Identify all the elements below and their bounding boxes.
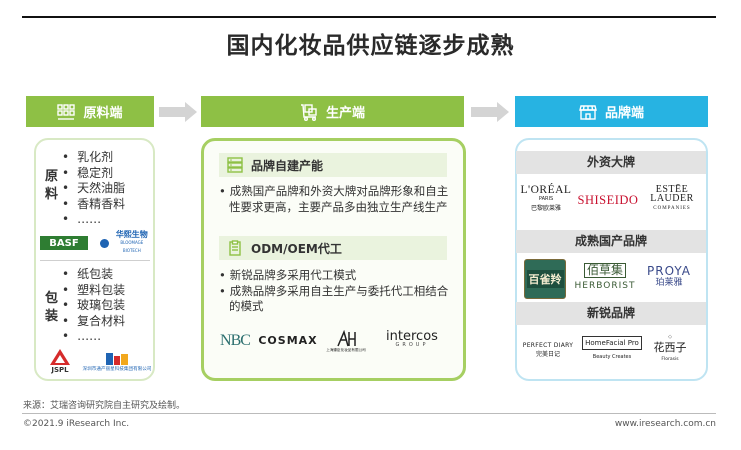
list-item: 天然油脂	[62, 181, 125, 197]
top-rule	[22, 16, 716, 18]
bullet-item: 成熟国产品牌和外资大牌对品牌形象和自主性要求更高，主要产品多由独立生产线生产	[219, 184, 455, 215]
estee-lauder-logo: ESTĒE LAUDER COMPANIES	[650, 183, 694, 211]
nbc-logo: NBC	[220, 332, 251, 349]
basf-logo: BASF	[40, 236, 88, 250]
raw-header-label: 原料端	[83, 106, 123, 121]
emerging-brands-header: 新锐品牌	[516, 302, 706, 325]
homefacial-logo: HomeFacial Pro Beauty Creates	[578, 336, 646, 361]
intercos-logo: intercos GROUP	[386, 329, 438, 348]
site-url: www.iresearch.com.cn	[614, 419, 716, 429]
production-header-label: 生产端	[325, 106, 365, 121]
domestic-brands-header: 成熟国产品牌	[516, 230, 706, 253]
list-item: 稳定剂	[62, 166, 125, 182]
section-odm-oem: ODM/OEM代工	[219, 236, 447, 260]
odm-oem-bullets: 新锐品牌多采用代工模式 成熟品牌多采用自主生产与委托代工相结合的模式	[219, 268, 455, 315]
grid-icon	[57, 103, 76, 121]
list-item: 复合材料	[62, 314, 125, 330]
proya-logo: PROYA 珀莱雅	[647, 264, 691, 288]
list-item: 乳化剂	[62, 150, 125, 166]
raw-material-list: 乳化剂 稳定剂 天然油脂 香精香料 ……	[62, 150, 125, 228]
own-capacity-bullets: 成熟国产品牌和外资大牌对品牌形象和自主性要求更高，主要产品多由独立生产线生产	[219, 184, 455, 215]
zhenchen-logo: 上海臻臣化妆品有限公司	[324, 326, 368, 356]
perfect-diary-logo: PERFECT DIARY 完美日记	[522, 342, 574, 358]
section-title: ODM/OEM代工	[251, 241, 342, 256]
foreign-brands-header: 外资大牌	[516, 151, 706, 174]
loreal-logo: L'ORÉAL PARIS 巴黎欧莱雅	[520, 183, 572, 212]
list-item: ……	[62, 329, 125, 345]
clipboard-icon	[229, 240, 241, 256]
packaging-group-label: 包装	[45, 291, 59, 324]
list-item: 香精香料	[62, 197, 125, 213]
pechoin-logo: 百雀羚	[524, 259, 566, 299]
florasis-logo: ◇ 花西子 Florasis	[653, 333, 687, 362]
jspl-logo: JSPL	[42, 346, 78, 376]
bullet-item: 成熟品牌多采用自主生产与委托代工相结合的模式	[219, 284, 455, 315]
store-icon	[579, 103, 597, 121]
raw-header: 原料端	[26, 96, 154, 127]
list-item: 玻璃包装	[62, 298, 125, 314]
page-title: 国内化妆品供应链逐步成熟	[226, 33, 515, 59]
packaging-list: 纸包装 塑料包装 玻璃包装 复合材料 ……	[62, 267, 125, 345]
server-icon	[227, 157, 243, 173]
arrow-right-icon	[159, 102, 197, 122]
brand-header-label: 品牌端	[604, 106, 644, 121]
arrow-right-icon	[471, 102, 509, 122]
brand-header: 品牌端	[515, 96, 708, 127]
section-own-capacity: 品牌自建产能	[219, 153, 447, 177]
raw-panel	[34, 138, 155, 381]
section-title: 品牌自建产能	[251, 158, 324, 173]
cosmax-logo: COSMAX	[258, 333, 318, 347]
shiseido-logo: SHISEIDO	[577, 192, 639, 207]
bullet-item: 新锐品牌多采用代工模式	[219, 268, 455, 284]
divider	[40, 260, 150, 261]
raw-group-label: 原料	[45, 169, 59, 202]
copyright: ©2021.9 iResearch Inc.	[23, 419, 130, 429]
list-item: 纸包装	[62, 267, 125, 283]
herborist-logo: 佰草集 HERBORIST	[574, 263, 636, 291]
footer-rule	[22, 413, 716, 414]
source-note: 来源：艾瑞咨询研究院自主研究及绘制。	[23, 401, 186, 411]
production-header: 生产端	[201, 96, 464, 127]
list-item: ……	[62, 212, 125, 228]
list-item: 塑料包装	[62, 283, 125, 299]
brand-panel	[515, 138, 708, 381]
factory-cart-icon	[300, 103, 318, 121]
bloomage-logo: 华熙生物 BLOOMAGE BIOTECH	[100, 231, 152, 253]
tongchan-logo: 深圳市通产丽星科技集团有限公司	[83, 348, 151, 376]
